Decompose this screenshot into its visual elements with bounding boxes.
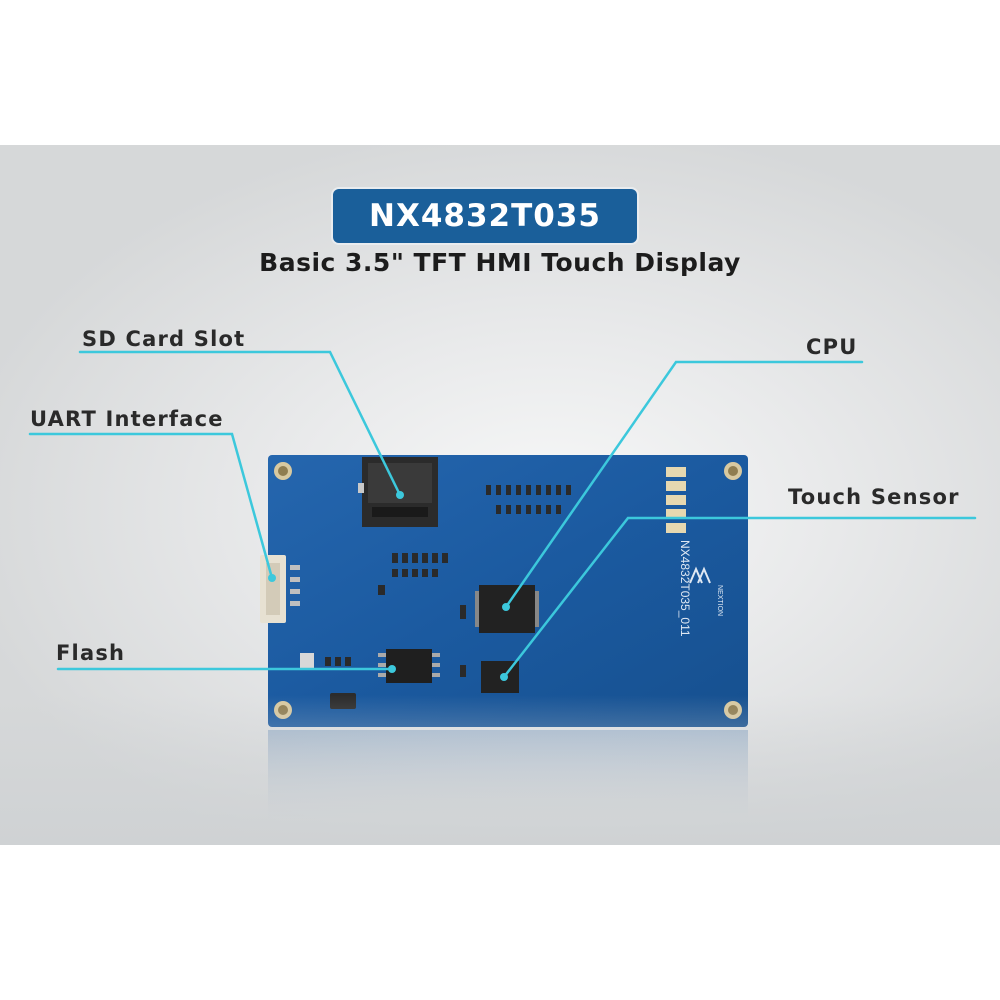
silkscreen-model: NX4832T035_011: [678, 540, 692, 637]
uart-interface-label: UART Interface: [30, 407, 224, 431]
sd-card-slot-label: SD Card Slot: [82, 327, 246, 351]
small-component: [300, 653, 314, 669]
callout-dots: [268, 491, 510, 681]
fpc-contacts: [666, 467, 686, 533]
cpu-callout-line: [504, 360, 864, 609]
product-stage: NX4832T035 Basic 3.5" TFT HMI Touch Disp…: [0, 145, 1000, 845]
smd-components: [325, 485, 571, 677]
sd-callout-line: [78, 350, 402, 497]
model-badge: NX4832T035: [333, 189, 637, 243]
small-regulator: [330, 693, 356, 709]
pcb-reflection: [268, 730, 748, 820]
touch-callout-line: [502, 516, 977, 679]
flash-label: Flash: [56, 641, 126, 665]
flash-chip: [378, 649, 440, 683]
product-subtitle: Basic 3.5" TFT HMI Touch Display: [259, 248, 741, 277]
touch-sensor-label: Touch Sensor: [788, 485, 960, 509]
callout-lines: [28, 350, 977, 679]
brand-silkscreen: NEXTION: [716, 585, 723, 616]
uart-callout-line: [28, 432, 274, 580]
cpu-label: CPU: [806, 335, 858, 359]
nextion-logo: [689, 566, 711, 584]
